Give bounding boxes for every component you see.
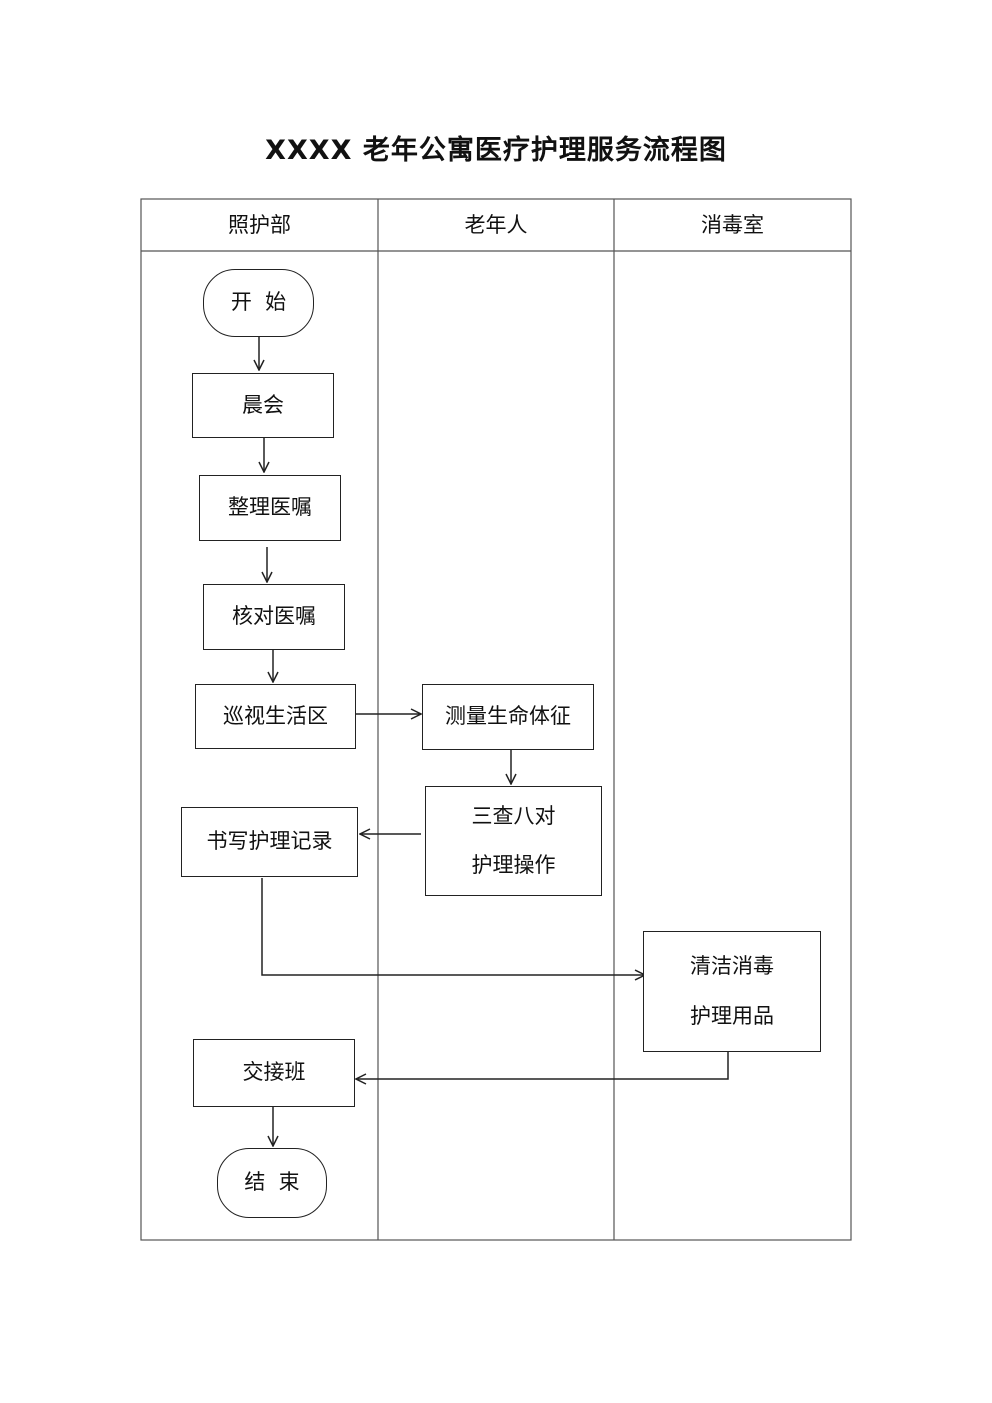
patrol-area-label: 巡视生活区 (223, 703, 328, 728)
morning-meeting-label: 晨会 (242, 392, 284, 417)
end-label: 结 束 (244, 1170, 300, 1195)
connectors (259, 337, 729, 1146)
arrow-clean-to-handover (356, 1052, 729, 1079)
clean-disinfect-node: 清洁消毒 护理用品 (643, 931, 821, 1052)
clean-disinfect-label-line2: 护理用品 (690, 1003, 774, 1028)
morning-meeting-node: 晨会 (192, 373, 334, 438)
measure-vitals-label: 测量生命体征 (445, 704, 571, 729)
shift-handover-label: 交接班 (242, 1060, 306, 1085)
measure-vitals-node: 测量生命体征 (422, 684, 594, 750)
shift-handover-node: 交接班 (193, 1039, 355, 1107)
start-node: 开 始 (203, 269, 314, 337)
clean-disinfect-label-line1: 清洁消毒 (690, 954, 774, 979)
patrol-area-node: 巡视生活区 (195, 684, 356, 749)
end-node: 结 束 (217, 1148, 327, 1218)
organize-orders-node: 整理医嘱 (199, 475, 341, 541)
write-records-label: 书写护理记录 (206, 829, 333, 854)
three-checks-label-line1: 三查八对 (471, 803, 556, 828)
start-label: 开 始 (230, 290, 287, 315)
page-title: XXXX 老年公寓医疗护理服务流程图 (265, 135, 727, 166)
check-orders-node: 核对医嘱 (203, 584, 345, 650)
check-orders-label: 核对医嘱 (232, 604, 316, 629)
three-checks-label-line2: 护理操作 (471, 853, 556, 877)
lane-header-disinfection-room: 消毒室 (701, 213, 764, 237)
lane-header-elderly: 老年人 (464, 213, 528, 237)
arrow-records-to-clean (261, 878, 645, 975)
three-checks-node: 三查八对 护理操作 (425, 786, 602, 896)
lane-header-care-dept: 照护部 (228, 213, 291, 237)
write-records-node: 书写护理记录 (181, 807, 358, 877)
organize-orders-label: 整理医嘱 (228, 495, 312, 520)
